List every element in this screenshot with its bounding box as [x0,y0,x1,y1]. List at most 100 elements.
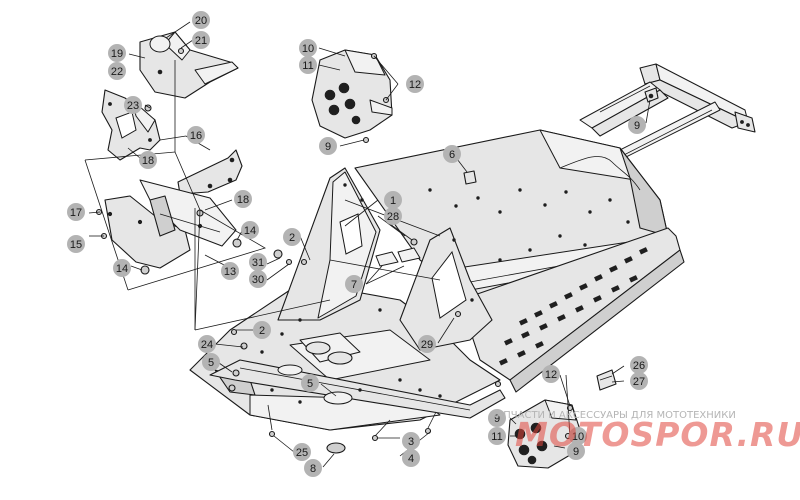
grommet [326,442,346,454]
callout-5a: 5 [202,353,220,371]
callout-24: 24 [198,335,216,353]
fasteners [228,223,502,442]
svg-text:9: 9 [634,120,640,132]
callout-17: 17 [67,203,85,221]
svg-text:21: 21 [195,35,207,47]
upper-shock-mount [139,31,239,99]
svg-text:4: 4 [408,453,414,465]
svg-text:24: 24 [201,339,213,351]
running-board-right [459,227,685,393]
callout-18a: 18 [139,151,157,169]
callout-20: 20 [192,11,210,29]
callout-9c: 9 [488,409,506,427]
svg-text:25: 25 [296,447,308,459]
svg-text:18: 18 [142,155,154,167]
svg-text:5: 5 [208,357,214,369]
callout-6: 6 [443,145,461,163]
callout-5b: 5 [301,374,319,392]
running-board-holes [499,247,648,366]
callout-1: 1 [384,191,402,209]
tunnel-rivets [428,188,630,262]
leader-lines [88,21,651,468]
svg-text:12: 12 [545,369,557,381]
callout-13: 13 [221,262,239,280]
callout-23: 23 [124,96,142,114]
callout-12a: 12 [406,75,424,93]
svg-text:11: 11 [491,431,502,443]
callout-10b: 10 [569,427,587,445]
svg-text:2: 2 [259,325,265,337]
svg-text:17: 17 [70,207,82,219]
svg-text:7: 7 [351,279,357,291]
callout-2a: 2 [283,228,301,246]
svg-text:11: 11 [302,60,313,72]
svg-text:6: 6 [449,149,455,161]
svg-text:23: 23 [127,100,139,112]
callout-30: 30 [249,270,267,288]
svg-text:14: 14 [116,263,128,275]
svg-text:5: 5 [307,378,313,390]
small-hardware-left [95,47,242,275]
callout-19: 19 [108,44,126,62]
top-deflector [311,49,393,144]
svg-text:28: 28 [387,211,399,223]
callout-9b: 9 [628,116,646,134]
callout-3: 3 [402,432,420,450]
callout-15: 15 [67,235,85,253]
callout-2b: 2 [253,321,271,339]
callout-7: 7 [345,275,363,293]
callout-8: 8 [304,459,322,477]
svg-text:26: 26 [633,360,645,372]
rear-bumper-frame [579,63,756,163]
bulkhead-rivets [260,183,474,404]
svg-text:27: 27 [633,376,645,388]
svg-text:18: 18 [237,194,249,206]
svg-text:1: 1 [390,195,396,207]
callout-14a: 14 [113,259,131,277]
svg-text:9: 9 [325,141,331,153]
callout-27: 27 [630,372,648,390]
callout-22: 22 [108,62,126,80]
callout-29: 29 [418,335,436,353]
svg-text:22: 22 [111,66,123,78]
assembly-lines [84,60,331,331]
svg-text:8: 8 [310,463,316,475]
callout-21: 21 [192,31,210,49]
callout-11a: 11 [299,56,317,74]
callout-18b: 18 [234,190,252,208]
svg-text:31: 31 [252,257,264,269]
lower-front-bracket [104,179,237,269]
svg-text:10: 10 [302,43,314,55]
callout-26: 26 [630,356,648,374]
svg-text:2: 2 [289,232,295,244]
svg-text:3: 3 [408,436,414,448]
clip-26 [596,369,617,391]
svg-text:16: 16 [190,130,202,142]
callout-10a: 10 [299,39,317,57]
callout-12b: 12 [542,365,560,383]
svg-text:14: 14 [244,225,256,237]
svg-text:12: 12 [409,79,421,91]
callouts: 20 21 19 22 23 16 18 18 17 15 14 14 13 1… [67,11,648,477]
callout-25: 25 [293,443,311,461]
callout-4: 4 [402,449,420,467]
callout-9d: 9 [567,442,585,460]
svg-text:13: 13 [224,266,236,278]
svg-text:30: 30 [252,274,264,286]
callout-11b: 11 [488,427,506,445]
watermark-caption: ЗАПЧАСТИ И АКСЕССУАРЫ ДЛЯ МОТОТЕХНИКИ [490,410,736,421]
svg-text:10: 10 [572,431,584,443]
callout-16: 16 [187,126,205,144]
callout-28: 28 [384,207,402,225]
tunnel-clip [463,170,477,185]
callout-31: 31 [249,253,267,271]
svg-text:15: 15 [70,239,82,251]
watermark-logo: MOTOSPOR.RU [515,415,800,454]
callout-14b: 14 [241,221,259,239]
svg-text:19: 19 [111,48,123,60]
svg-text:20: 20 [195,15,207,27]
callout-9a: 9 [319,137,337,155]
brace-16 [177,149,243,195]
svg-text:29: 29 [421,339,433,351]
